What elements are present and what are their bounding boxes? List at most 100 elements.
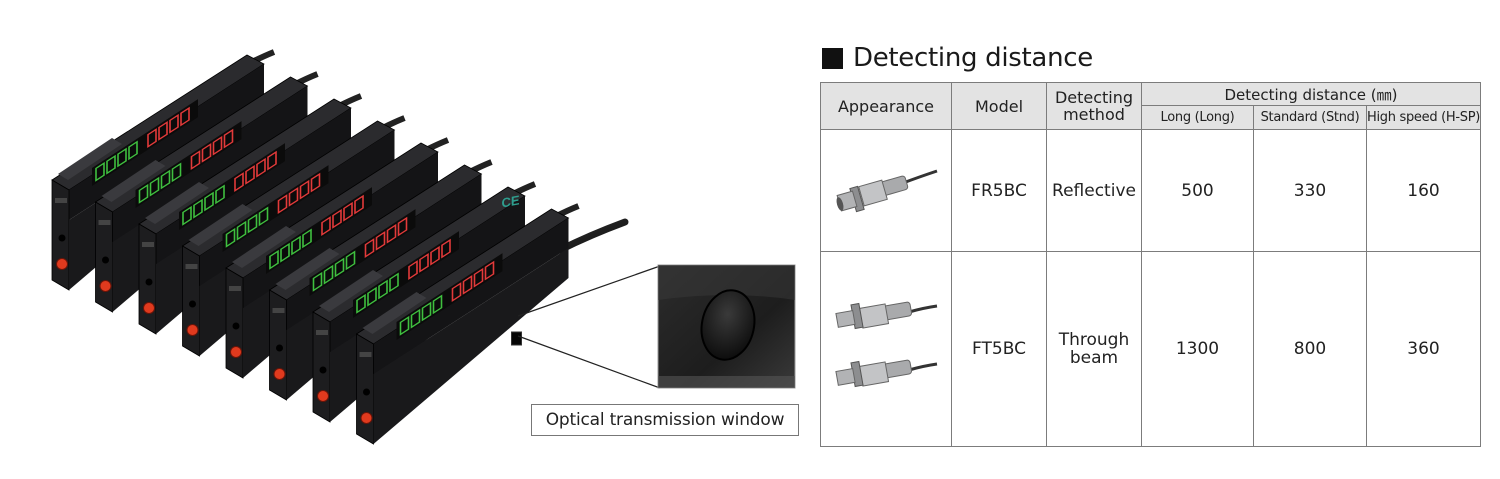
red-digit <box>201 142 212 163</box>
display-panel <box>396 253 503 340</box>
display-panel <box>353 231 459 318</box>
red-digit <box>277 194 288 214</box>
high-speed-cell: 360 <box>1365 251 1482 447</box>
red-digit <box>158 120 168 141</box>
green-digit <box>410 308 421 329</box>
status-led <box>360 412 373 424</box>
status-led <box>56 258 68 270</box>
header-detecting-distance: Detecting distance (㎜) <box>1140 82 1482 106</box>
status-led <box>143 302 155 314</box>
red-digit <box>473 267 484 288</box>
detecting-distance-table: Appearance Model Detecting method Detect… <box>820 82 1482 447</box>
green-digit <box>204 191 214 212</box>
header-long: Long (Long) <box>1141 105 1254 130</box>
amplifier-unit <box>355 203 580 445</box>
black-square-icon <box>822 47 843 69</box>
standard-cell: 800 <box>1253 251 1367 447</box>
green-digit <box>149 176 160 197</box>
green-digit <box>399 315 410 336</box>
unit-side-face <box>112 86 308 242</box>
unit-side-face <box>69 64 264 220</box>
red-digit <box>267 150 277 171</box>
display-panel <box>92 99 198 186</box>
red-digit <box>419 252 429 273</box>
red-digit <box>332 208 342 229</box>
front-hole <box>276 344 283 352</box>
ce-mark: CE <box>502 192 520 210</box>
green-digit <box>378 279 388 300</box>
status-led <box>317 390 329 402</box>
display-panel <box>179 143 285 230</box>
optical-window-closeup <box>657 264 796 389</box>
reflective-sensor-head-image <box>836 169 938 212</box>
green-digit <box>236 220 247 241</box>
unit-side-face <box>286 174 482 330</box>
green-digit <box>323 264 334 285</box>
status-led <box>186 324 199 336</box>
red-digit <box>462 274 473 295</box>
red-digit <box>212 135 223 156</box>
green-digit <box>291 235 301 256</box>
method-cell: Reflective <box>1046 128 1142 253</box>
green-digit <box>193 198 203 219</box>
green-digit <box>106 154 116 175</box>
green-digit <box>160 169 171 190</box>
unit-side-face <box>199 130 395 286</box>
green-digit <box>225 227 236 248</box>
display-panel <box>266 187 372 274</box>
front-hole <box>319 366 327 374</box>
green-digit <box>280 242 290 263</box>
cable <box>556 218 629 254</box>
table-row: FT5BC Through beam 1300 800 360 <box>820 251 1482 447</box>
red-digit <box>234 172 244 192</box>
green-digit <box>269 249 279 270</box>
optical-window-label: Optical transmission window <box>531 404 799 436</box>
header-model: Model <box>951 82 1047 130</box>
front-hole <box>232 322 240 330</box>
model-cell: FT5BC <box>951 251 1047 447</box>
unit-side-face <box>156 108 351 264</box>
appearance-cell <box>820 251 952 447</box>
red-digit <box>288 186 299 207</box>
red-digit <box>375 230 386 251</box>
unit-side-face <box>373 218 569 374</box>
front-hole <box>102 256 109 264</box>
front-hole <box>145 278 153 286</box>
green-digit <box>138 183 149 204</box>
green-digit <box>421 301 432 322</box>
display-panel <box>222 165 329 252</box>
red-digit <box>441 238 451 259</box>
red-digit <box>321 216 331 236</box>
front-hole <box>363 388 370 396</box>
green-digit <box>258 206 269 227</box>
red-digit <box>484 260 495 281</box>
green-digit <box>171 162 182 183</box>
green-digit <box>334 257 345 278</box>
red-digit <box>343 201 353 222</box>
section-heading: Detecting distance <box>822 40 1093 76</box>
green-digit <box>356 293 366 314</box>
long-cell: 500 <box>1141 128 1254 253</box>
long-cell: 1300 <box>1141 251 1254 447</box>
appearance-cell <box>820 128 952 253</box>
amplifier-units: CE <box>51 49 629 445</box>
front-hole <box>189 300 196 308</box>
header-appearance: Appearance <box>820 82 952 130</box>
green-digit <box>182 205 192 226</box>
table-row: FR5BC Reflective 500 330 160 <box>820 128 1482 253</box>
red-digit <box>147 128 157 148</box>
front-hole <box>58 234 66 242</box>
red-digit <box>451 282 462 302</box>
green-digit <box>345 250 356 271</box>
unit-side-face <box>330 196 525 352</box>
display-panel <box>309 209 416 296</box>
red-digit <box>310 172 321 193</box>
status-led <box>273 368 286 380</box>
method-cell: Through beam <box>1046 251 1142 447</box>
red-digit <box>299 179 310 200</box>
green-digit <box>312 271 323 292</box>
header-high-speed: High speed (H-SP) <box>1365 105 1482 130</box>
callout-line-bottom <box>517 335 661 389</box>
red-digit <box>364 238 375 258</box>
unit-side-face <box>243 152 438 308</box>
